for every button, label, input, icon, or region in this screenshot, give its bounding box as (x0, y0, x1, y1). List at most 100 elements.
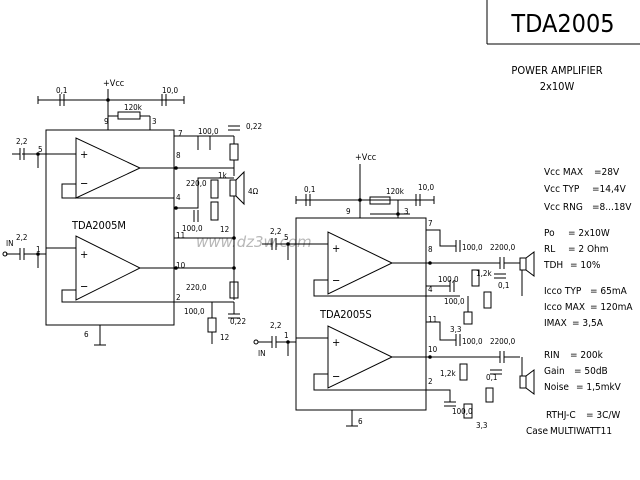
left-c-fb-bot-label: 100,0 (184, 307, 205, 316)
spec-value: =14,4V (592, 184, 627, 195)
spec-value: = 3C/W (586, 410, 620, 421)
spec-value: = 3,5A (572, 318, 604, 329)
left-c-boot-label: 10,0 (162, 86, 178, 95)
title-box: TDA2005 (486, 0, 640, 45)
spec-label: RL (544, 244, 555, 255)
left-r-12-top-label: 12 (220, 225, 229, 234)
right-input-label: IN (258, 349, 266, 358)
spec-value: = 120mA (590, 302, 633, 313)
opamp-plus-sign: + (80, 248, 88, 261)
spec-label: Noise (544, 382, 569, 393)
left-c-mid-top-label: 220,0 (186, 179, 207, 188)
spec-label: Icco MAX (544, 302, 585, 313)
pin-label: 9 (346, 207, 351, 216)
spec-label: Vcc MAX (544, 167, 583, 178)
right-c-in-top-label: 2,2 (270, 227, 281, 236)
right-c-fb-bot-label: 100,0 (452, 407, 473, 416)
specs-list: Vcc MAX =28V Vcc TYP =14,4V Vcc RNG =8..… (526, 167, 633, 437)
spec-value: = 50dB (574, 366, 608, 377)
right-c-in-bot-label: 2,2 (270, 321, 281, 330)
subtitle-line-1: POWER AMPLIFIER (511, 64, 602, 77)
opamp-plus-sign: + (332, 242, 340, 255)
right-r-3-bot-label: 3,3 (476, 421, 487, 430)
left-r-fb-top-label: 1k (218, 171, 228, 180)
right-speaker-top-icon (519, 257, 527, 271)
right-c-zob-top-label: 0,1 (498, 281, 509, 290)
right-ic-body (295, 217, 427, 411)
right-opamp-bot (327, 325, 394, 389)
opamp-minus-sign: − (332, 370, 340, 383)
right-r-boot-label: 120k (386, 187, 405, 196)
right-c-mid-top-label: 100,0 (444, 297, 465, 306)
spec-value: = 1,5mkV (576, 382, 622, 393)
spec-label: Icco TYP (544, 286, 582, 297)
pin-label: 7 (178, 129, 183, 138)
right-r-boot (369, 196, 391, 205)
opamp-minus-sign: − (332, 274, 340, 287)
spec-label: Case (526, 426, 548, 437)
pin-label: 2 (428, 377, 433, 386)
pin-label: 4 (176, 193, 181, 202)
left-input-label: IN (6, 239, 14, 248)
pin-label: 7 (428, 219, 433, 228)
left-opamp-top (75, 137, 142, 199)
spec-label: Po (544, 228, 555, 239)
subtitle-line-2: 2x10W (540, 80, 575, 93)
left-ic-name: TDA2005M (71, 219, 126, 232)
left-c-in-bot-label: 2,2 (16, 233, 27, 242)
page-title: TDA2005 (510, 9, 614, 38)
right-r-fb-top-label: 1,2k (476, 269, 492, 278)
pin-label: 3 (152, 117, 157, 126)
pin-label: 6 (84, 330, 89, 339)
opamp-plus-sign: + (332, 336, 340, 349)
left-c-mid-bot-label: 220,0 (186, 283, 207, 292)
opamp-minus-sign: − (80, 177, 88, 190)
pin-label: 10 (428, 345, 438, 354)
left-r-boot-label: 120k (124, 103, 143, 112)
pin-label: 8 (428, 245, 433, 254)
pin-label: 1 (284, 331, 289, 340)
right-c-vcc-label: 0,1 (304, 185, 315, 194)
right-circuit: TDA2005S + − + − +Vcc 0,1 120k 10,0 9 3 … (253, 153, 535, 430)
spec-label: IMAX (544, 318, 567, 329)
spec-label: RTHJ-C (546, 410, 576, 421)
left-c-zob-bot-label: 0,22 (230, 317, 246, 326)
right-c-out-top-label: 2200,0 (490, 243, 516, 252)
opamp-minus-sign: − (80, 280, 88, 293)
right-r-fb-bot-label: 1,2k (440, 369, 456, 378)
pin-label: 11 (176, 231, 185, 240)
pin-label: 3 (404, 207, 409, 216)
left-c-zob-top-label: 0,22 (246, 122, 262, 131)
right-c-out-bot-label: 2200,0 (490, 337, 516, 346)
left-circuit: TDA2005M + − + − +Vcc 0,1 120k 10,0 (2, 79, 262, 346)
spec-value: = 10% (570, 260, 601, 271)
spec-value: =8...18V (592, 202, 632, 213)
right-c-boot-bot-label: 100,0 (462, 337, 483, 346)
pin-label: 9 (104, 117, 109, 126)
watermark: www.dz3w.com (196, 233, 312, 251)
left-vcc-label: +Vcc (103, 79, 124, 89)
right-ic-name: TDA2005S (319, 308, 372, 321)
pin-label: 8 (176, 151, 181, 160)
right-vcc-label: +Vcc (355, 153, 376, 163)
left-opamp-bot (75, 235, 142, 301)
pin-label: 10 (176, 261, 186, 270)
pin-label: 1 (36, 245, 41, 254)
spec-value: MULTIWATT11 (550, 426, 612, 437)
spec-label: Vcc RNG (544, 202, 583, 213)
pin-label: 5 (284, 233, 289, 242)
left-c-fb-top-label: 100,0 (182, 224, 203, 233)
pin-label: 2 (176, 293, 181, 302)
right-speaker-bot-icon (519, 375, 527, 389)
right-opamp-top (327, 231, 394, 295)
pin-label: 6 (358, 417, 363, 426)
pin-label: 4 (428, 285, 433, 294)
left-c-out-top-label: 100,0 (198, 127, 219, 136)
left-ic-body (45, 129, 175, 326)
right-c-boot-top-label: 100,0 (462, 243, 483, 252)
left-c-vcc-label: 0,1 (56, 86, 67, 95)
spec-label: Gain (544, 366, 565, 377)
spec-label: RIN (544, 350, 560, 361)
